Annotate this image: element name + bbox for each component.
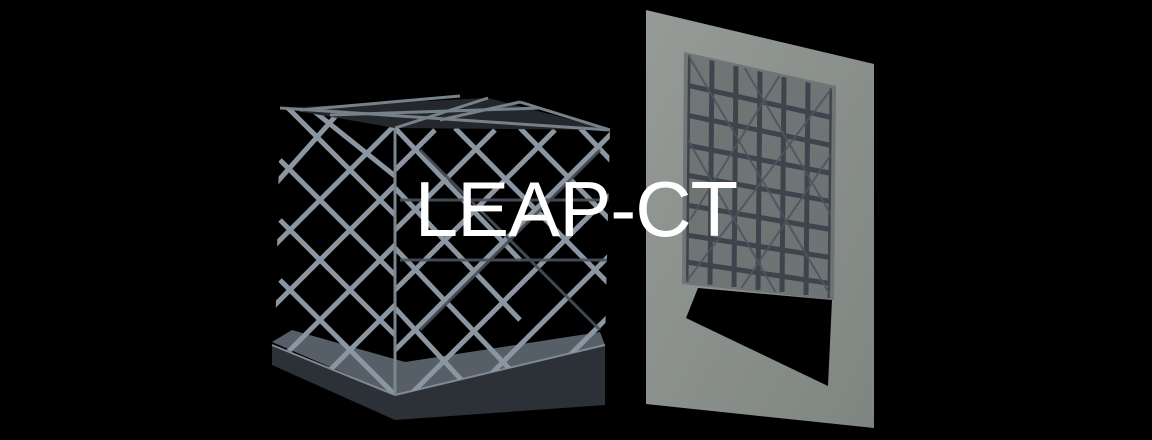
shadow-region xyxy=(686,288,832,386)
ct-projection-panel xyxy=(646,10,874,428)
lattice-cube xyxy=(271,94,611,420)
